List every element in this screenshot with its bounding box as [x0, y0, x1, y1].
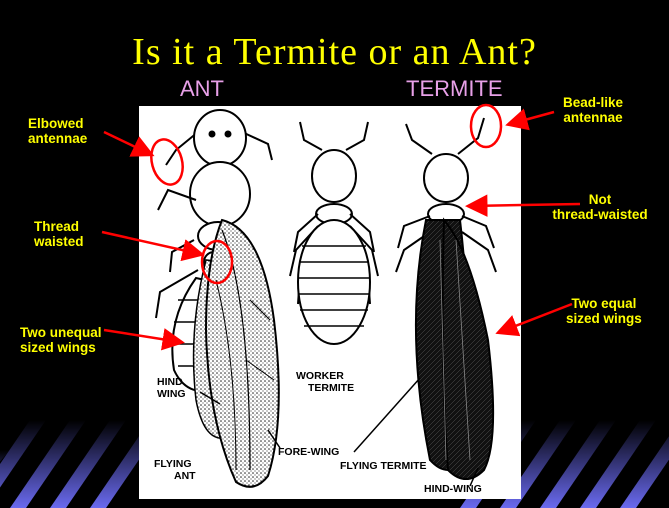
termite-heading: TERMITE [406, 76, 503, 102]
callout-elbowed-antennae: Elbowed antennae [28, 116, 87, 146]
callout-line: thread-waisted [540, 207, 660, 222]
label-line: TERMITE [296, 382, 354, 394]
callout-not-thread-waisted: Not thread-waisted [540, 192, 660, 222]
label-line: WORKER [296, 370, 354, 382]
label-line: WING [157, 388, 186, 400]
callout-line: Two unequal [20, 325, 102, 340]
callout-line: sized wings [20, 340, 102, 355]
label-worker-termite: WORKER TERMITE [296, 370, 354, 394]
label-hind-wing-termite: HIND-WING [424, 483, 482, 495]
slide-title: Is it a Termite or an Ant? [0, 30, 669, 74]
callout-bead-antennae: Bead-like antennae [563, 95, 623, 125]
callout-line: antennae [563, 110, 623, 125]
callout-line: Elbowed [28, 116, 87, 131]
callout-line: waisted [34, 234, 84, 249]
callout-line: antennae [28, 131, 87, 146]
ant-heading: ANT [180, 76, 224, 102]
callout-line: Not [540, 192, 660, 207]
callout-equal-wings: Two equal sized wings [566, 296, 642, 326]
label-line: FLYING [154, 458, 196, 470]
label-line: HIND [157, 376, 186, 388]
callout-line: Thread [34, 219, 84, 234]
callout-thread-waisted: Thread waisted [34, 219, 84, 249]
label-line: ANT [154, 470, 196, 482]
callout-line: Bead-like [563, 95, 623, 110]
label-fore-wing: FORE-WING [278, 446, 339, 458]
callout-unequal-wings: Two unequal sized wings [20, 325, 102, 355]
label-hind-wing-ant: HIND WING [157, 376, 186, 400]
callout-line: sized wings [566, 311, 642, 326]
callout-line: Two equal [566, 296, 642, 311]
label-flying-termite: FLYING TERMITE [340, 460, 427, 472]
label-flying-ant: FLYING ANT [154, 458, 196, 482]
